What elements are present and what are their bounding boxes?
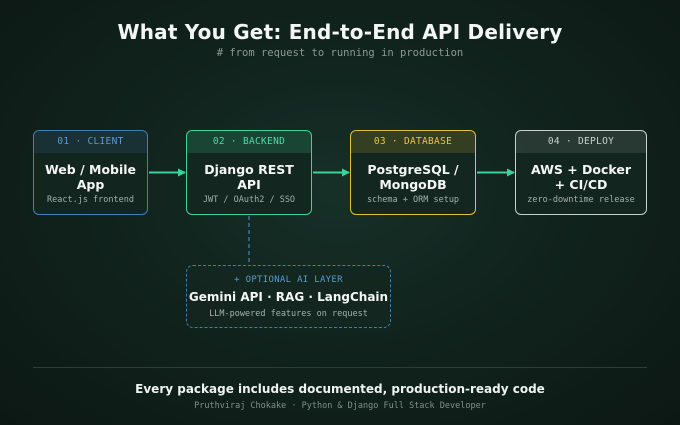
ai-layer-title: Gemini API · RAG · LangChain xyxy=(188,290,389,304)
optional-ai-layer: + OPTIONAL AI LAYER Gemini API · RAG · L… xyxy=(186,265,391,328)
step-description: zero-downtime release xyxy=(527,195,635,205)
step-description: React.js frontend xyxy=(47,195,134,205)
step-title: AWS + Docker+ CI/CD xyxy=(530,162,632,192)
pipeline-step-database: 03 · DATABASE PostgreSQL /MongoDB schema… xyxy=(350,130,476,215)
pipeline-step-deploy: 04 · DEPLOY AWS + Docker+ CI/CD zero-dow… xyxy=(515,130,647,215)
step-description: schema + ORM setup xyxy=(366,195,460,205)
footer-divider xyxy=(33,367,647,368)
footer-tagline: Every package includes documented, produ… xyxy=(135,382,545,396)
page-title: What You Get: End-to-End API Delivery xyxy=(117,20,563,44)
step-label: 03 · DATABASE xyxy=(351,131,475,153)
ai-layer-description: LLM-powered features on request xyxy=(209,309,368,319)
step-label: 02 · BACKEND xyxy=(187,131,311,153)
step-title: PostgreSQL /MongoDB xyxy=(367,162,459,192)
step-label: 04 · DEPLOY xyxy=(516,131,646,153)
step-label: 01 · CLIENT xyxy=(34,131,147,153)
step-description: JWT / OAuth2 / SSO xyxy=(202,195,296,205)
footer-credit: Pruthviraj Chokake · Python & Django Ful… xyxy=(194,401,486,411)
page-subtitle: # from request to running in production xyxy=(216,47,464,59)
ai-layer-label: + OPTIONAL AI LAYER xyxy=(234,275,343,285)
